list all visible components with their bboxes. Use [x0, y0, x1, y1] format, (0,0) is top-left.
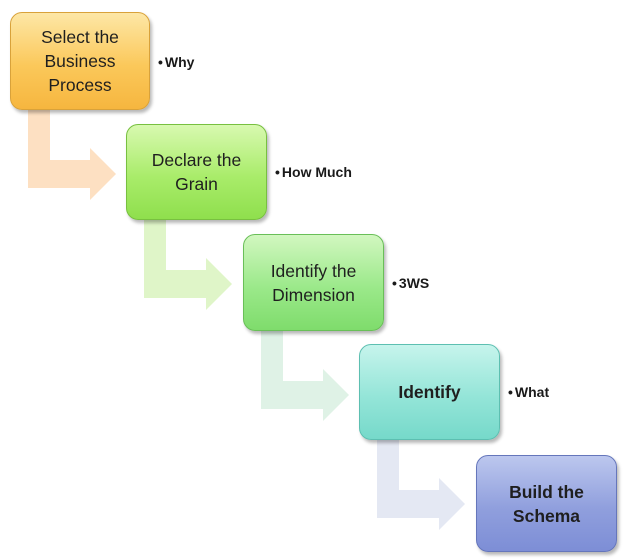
bullet-icon: •: [508, 384, 513, 400]
note-text: 3WS: [398, 275, 430, 291]
note-text: What: [514, 384, 550, 400]
note-3ws: •3WS: [392, 275, 429, 291]
step-build-schema: Build the Schema: [476, 455, 617, 552]
bullet-icon: •: [275, 164, 280, 180]
bullet-icon: •: [158, 54, 163, 70]
note-text: Why: [164, 54, 195, 70]
step-declare-grain: Declare the Grain: [126, 124, 267, 220]
note-text: How Much: [281, 164, 352, 180]
step-identify-dimension: Identify the Dimension: [243, 234, 384, 331]
step-select-business-process: Select the Business Process: [10, 12, 150, 110]
note-why: •Why: [158, 54, 194, 70]
note-how-much: •How Much: [275, 164, 352, 180]
bullet-icon: •: [392, 275, 397, 291]
note-what: •What: [508, 384, 549, 400]
step-identify: Identify: [359, 344, 500, 440]
